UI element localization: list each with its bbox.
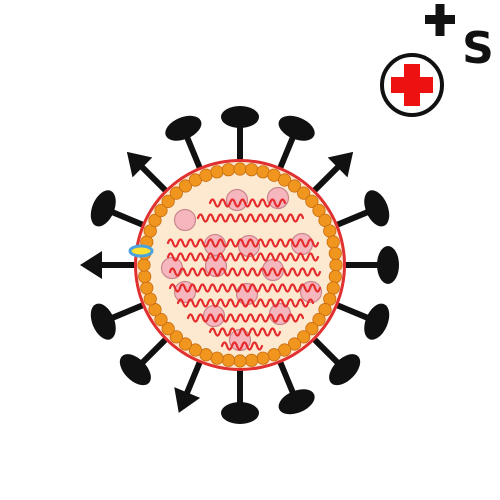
membrane-bead (297, 330, 311, 344)
spike (119, 332, 173, 386)
surface-protein (128, 244, 154, 258)
spike (307, 151, 354, 198)
virus-body (134, 159, 346, 371)
membrane-beads (137, 162, 343, 368)
spike (174, 354, 205, 413)
brand-letter: S (462, 23, 494, 74)
membrane-bead (169, 330, 183, 344)
membrane-bead (178, 337, 193, 351)
medical-cross-icon (380, 53, 444, 117)
membrane-bead (161, 322, 175, 336)
membrane-bead (178, 179, 193, 193)
membrane-bead (326, 281, 340, 295)
membrane-bead (138, 269, 152, 284)
spike (275, 115, 315, 176)
membrane-bead (244, 353, 259, 367)
spike (337, 246, 399, 284)
membrane-bead (221, 353, 236, 367)
spike (221, 362, 259, 424)
rna-strand (208, 198, 287, 208)
membrane-bead (328, 269, 342, 284)
membrane-bead (305, 194, 319, 208)
rna-strand (186, 313, 305, 323)
nucleocapsid-proteins (160, 186, 323, 352)
membrane-bead (199, 168, 213, 182)
rna-strand (168, 283, 322, 293)
protein (299, 280, 323, 304)
spike (329, 190, 390, 230)
spike (80, 251, 143, 279)
rna-strand (166, 238, 320, 248)
membrane-bead (312, 312, 326, 327)
protein (266, 186, 290, 210)
protein (173, 208, 197, 232)
rna-strand (166, 252, 320, 262)
membrane-bead (329, 258, 343, 272)
membrane-bead (148, 213, 162, 227)
membrane-bead (143, 292, 157, 306)
membrane-bead (326, 235, 340, 249)
spike (307, 332, 361, 386)
rna-strand (220, 341, 264, 351)
membrane-bead (161, 194, 175, 208)
membrane-bead (233, 162, 247, 176)
rna-strand (176, 298, 315, 308)
membrane-bead (137, 258, 151, 272)
membrane-bead (287, 179, 302, 193)
rna-strand (196, 213, 305, 223)
protein (225, 188, 249, 212)
membrane-bead (297, 186, 311, 200)
membrane-bead (267, 348, 281, 362)
protein (290, 232, 314, 256)
spike (221, 106, 259, 168)
membrane-bead (287, 337, 302, 351)
brand-logo: S (425, 4, 494, 74)
membrane-bead (244, 163, 259, 177)
spike (165, 115, 205, 176)
membrane-bead (210, 165, 224, 179)
membrane-bead (318, 303, 332, 317)
rna-strand (208, 327, 282, 337)
membrane-bead (323, 224, 337, 238)
membrane-bead (305, 322, 319, 336)
membrane-bead (221, 163, 236, 177)
membrane-bead (154, 312, 168, 327)
membrane-bead (328, 246, 342, 261)
membrane-bead (312, 203, 326, 218)
spike (329, 300, 390, 340)
rna-strands (166, 198, 322, 351)
membrane-bead (256, 165, 270, 179)
plus-icon (425, 4, 455, 36)
spike (275, 354, 315, 415)
spike (126, 151, 173, 198)
membrane-bead (256, 351, 270, 365)
membrane-bead (210, 351, 224, 365)
rna-strand (168, 267, 322, 277)
membrane-bead (169, 186, 183, 200)
membrane-bead (188, 343, 202, 357)
virus-spikes (80, 106, 399, 424)
spike (90, 300, 151, 340)
membrane-bead (233, 354, 247, 368)
membrane-bead (278, 173, 292, 187)
spike (90, 190, 151, 230)
membrane-bead (140, 281, 154, 295)
membrane-bead (154, 203, 168, 218)
